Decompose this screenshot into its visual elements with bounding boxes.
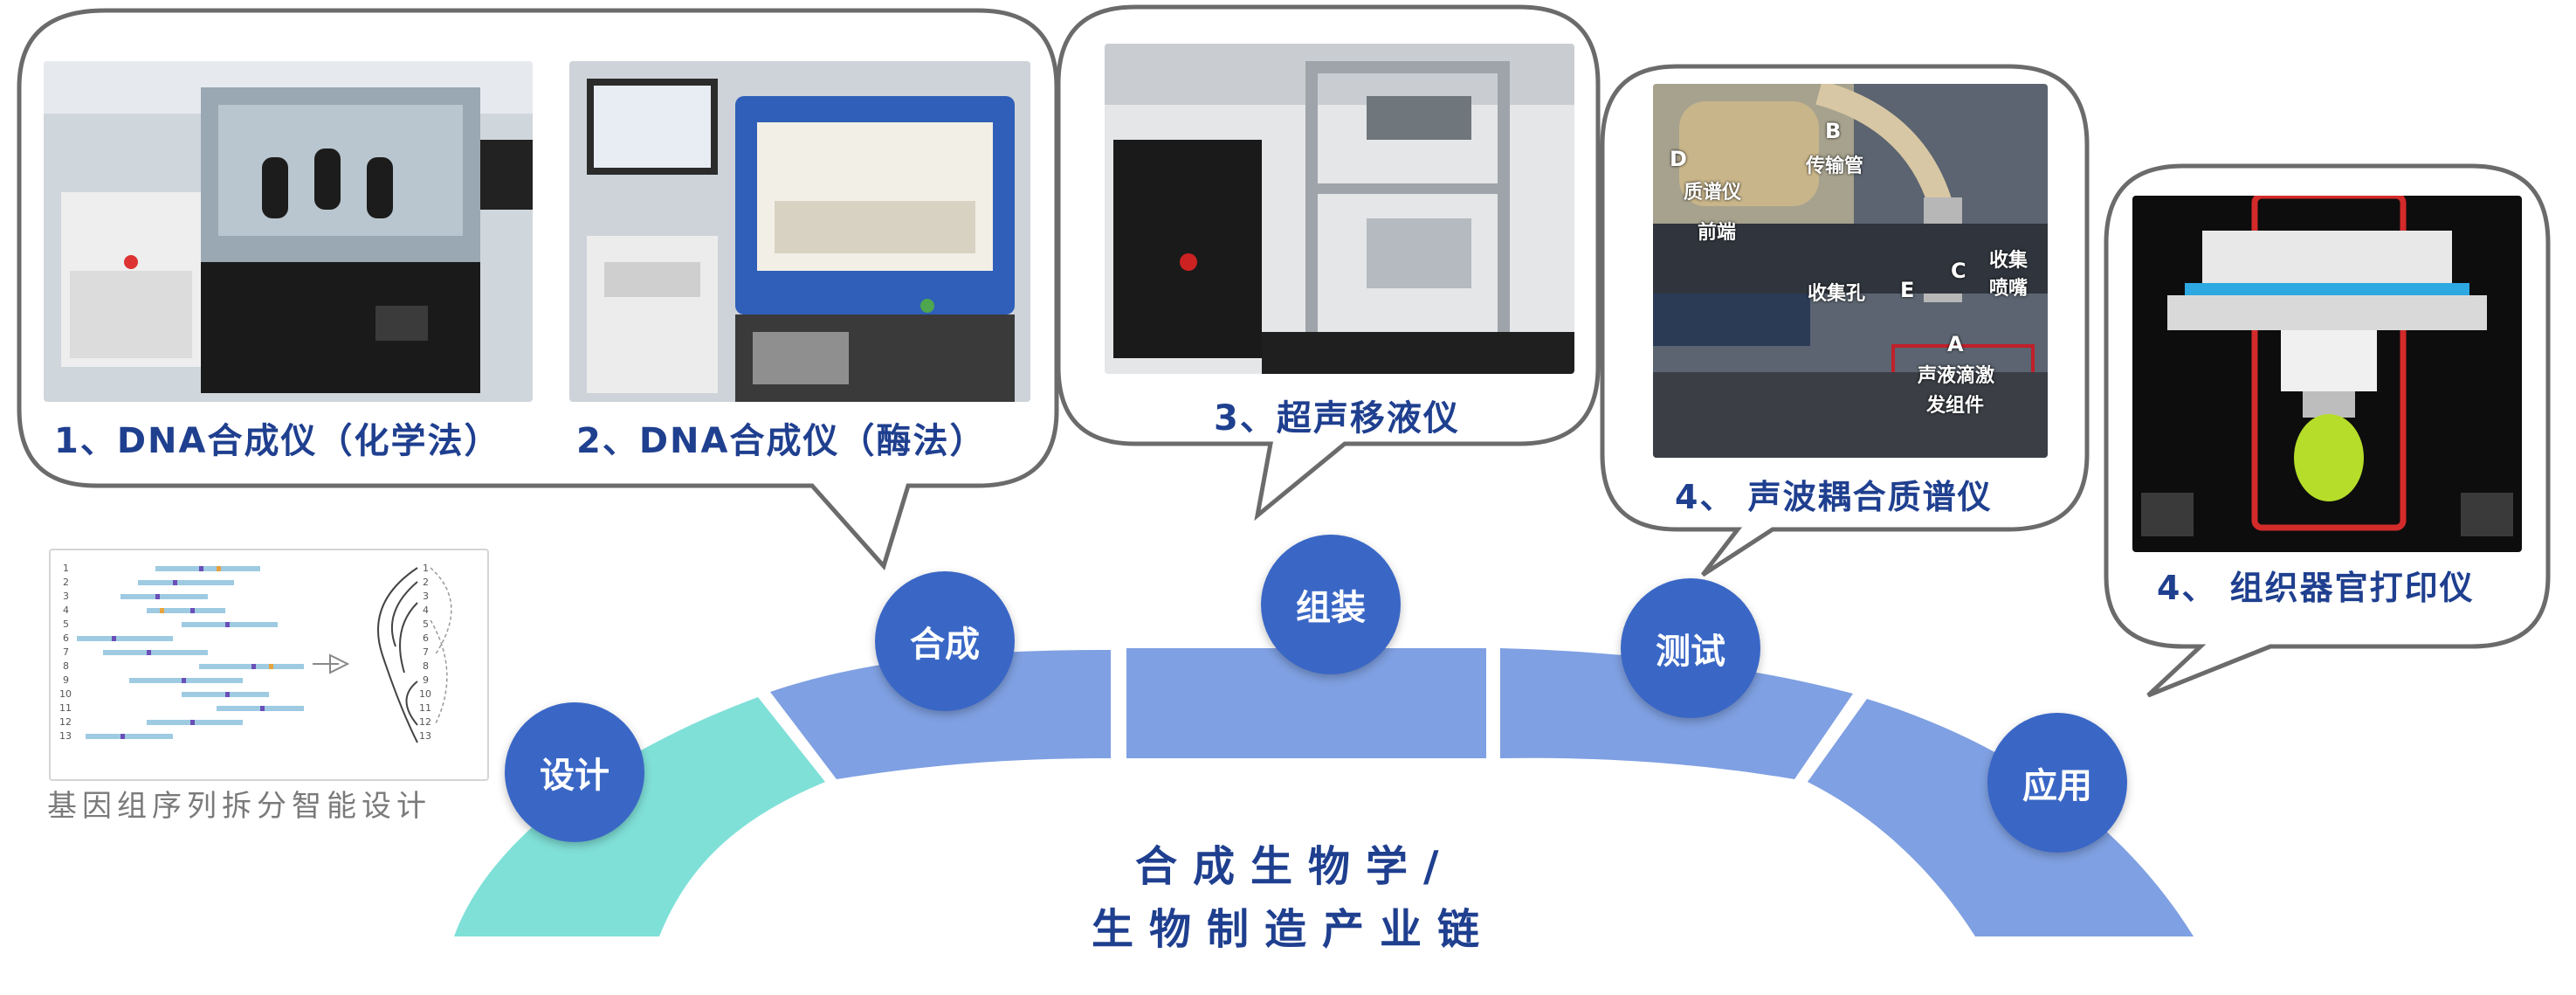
stage-application: 应用 (1987, 713, 2127, 853)
svg-text:11: 11 (419, 702, 431, 714)
ms-label-e: E (1900, 278, 1915, 302)
ms-label-b: B (1825, 119, 1842, 143)
ms-label-c: C (1951, 259, 1966, 283)
photo-dna-synth-enzymatic (569, 61, 1030, 402)
stage-design: 设计 (505, 702, 644, 842)
svg-text:4: 4 (63, 605, 69, 616)
svg-text:3: 3 (63, 591, 69, 602)
svg-text:7: 7 (63, 646, 69, 658)
svg-text:13: 13 (59, 730, 72, 742)
design-caption: 基因组序列拆分智能设计 (47, 789, 431, 824)
center-title-line2: 生物制造产业链 (1092, 905, 1496, 954)
svg-text:9: 9 (63, 674, 69, 686)
ms-label-d1: 质谱仪 (1684, 182, 1742, 204)
stage-test: 测试 (1621, 578, 1760, 718)
ms-label-d: D (1670, 147, 1687, 171)
svg-text:13: 13 (419, 730, 431, 742)
caption-dna-synth-chemical: 1、DNA合成仪（化学法） (54, 421, 501, 461)
svg-text:12: 12 (59, 716, 72, 728)
ms-label-c2: 喷嘴 (1989, 278, 2028, 300)
svg-text:5: 5 (423, 618, 429, 630)
ms-label-b1: 传输管 (1806, 155, 1864, 177)
photo-dna-synth-chemical (44, 61, 533, 402)
svg-text:1: 1 (423, 563, 429, 574)
svg-text:5: 5 (63, 618, 69, 630)
svg-text:6: 6 (63, 632, 69, 644)
photo-acoustic-mass-spec (1653, 84, 2048, 458)
svg-text:2: 2 (423, 577, 429, 588)
svg-text:10: 10 (59, 688, 72, 700)
ms-label-e1: 收集孔 (1808, 283, 1866, 305)
caption-dna-synth-enzymatic: 2、DNA合成仪（酶法） (576, 421, 987, 461)
arc-segment-assembly (1126, 648, 1486, 758)
arc-segment-synthesis (770, 650, 1111, 779)
caption-ultrasonic-pipettor: 3、超声移液仪 (1214, 398, 1460, 439)
stage-synthesis: 合成 (875, 571, 1015, 711)
ms-label-c1: 收集 (1989, 250, 2028, 272)
svg-text:1: 1 (63, 563, 69, 574)
svg-text:2: 2 (63, 577, 69, 588)
svg-text:9: 9 (423, 674, 429, 686)
svg-text:10: 10 (419, 688, 431, 700)
photo-ultrasonic-pipettor (1105, 44, 1574, 374)
arc-segment-design (454, 697, 825, 936)
svg-text:4: 4 (423, 605, 429, 616)
svg-text:6: 6 (423, 632, 429, 644)
svg-text:7: 7 (423, 646, 429, 658)
svg-text:8: 8 (63, 660, 69, 672)
ms-label-a2: 发组件 (1926, 395, 1985, 417)
ms-label-d2: 前端 (1698, 222, 1737, 244)
stage-assembly: 组装 (1261, 535, 1401, 674)
center-title-line1: 合成生物学/ (1135, 842, 1455, 891)
svg-text:3: 3 (423, 591, 429, 602)
caption-tissue-printer: 4、 组织器官打印仪 (2157, 569, 2475, 607)
ms-label-a: A (1947, 332, 1964, 356)
svg-text:11: 11 (59, 702, 72, 714)
caption-acoustic-mass-spec: 4、 声波耦合质谱仪 (1675, 478, 1993, 516)
ms-label-a1: 声液滴激 (1918, 365, 1995, 387)
photo-tissue-printer (2132, 196, 2522, 552)
svg-text:12: 12 (419, 716, 431, 728)
svg-text:8: 8 (423, 660, 429, 672)
